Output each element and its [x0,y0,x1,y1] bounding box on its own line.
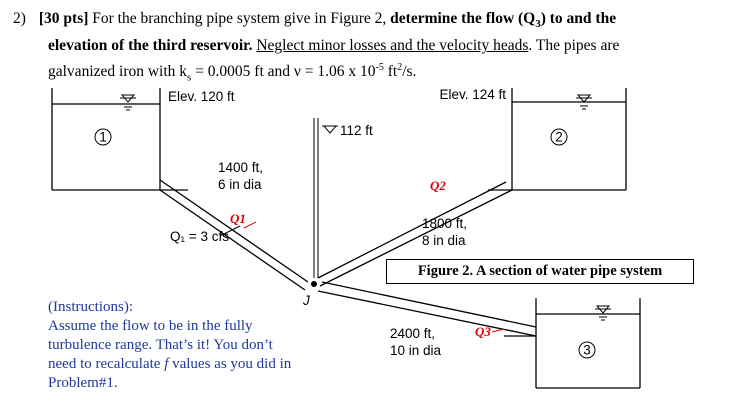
instructions-line-4: Problem#1. [48,375,118,391]
pipe-1-length: 1400 ft, [218,160,263,175]
reservoir-1 [51,88,188,191]
flow-q2-label: Q2 [430,178,446,193]
problem-line-3: galvanized iron with ks = 0.0005 ft and … [48,62,417,84]
pipe-3-diameter: 10 in dia [390,343,442,358]
pipe-2 [317,181,513,287]
junction-elevation-marker [313,118,338,278]
problem-line-2: elevation of the third reservoir. Neglec… [13,35,738,57]
junction-label: J [302,293,310,308]
instructions-title: (Instructions): [48,299,133,315]
pipe-1-diameter: 6 in dia [218,177,262,192]
problem-assumption: Neglect minor losses and the velocity he… [256,37,529,55]
problem-task-elevation: elevation of the third reservoir. [48,37,253,55]
problem-statement: 2) [30 pts] For the branching pipe syste… [13,8,738,88]
pipe-1 [159,179,309,291]
reservoir-2-number: 2 [555,130,563,145]
elevation-1-label: Elev. 120 ft [168,89,235,104]
junction-point [311,281,317,287]
reservoir-3-marker [578,341,596,359]
flow-q1-value: Q₁ = 3 cfs [170,229,229,244]
junction-elevation-label: 112 ft [340,123,373,138]
reservoir-1-number: 1 [99,130,107,145]
instructions-line-1: Assume the flow to be in the fully [48,318,253,334]
figure-caption: Figure 2. A section of water pipe system [386,259,694,284]
pipe-3-length: 2400 ft, [390,326,435,341]
reservoir-2-marker [550,128,568,146]
problem-number: 2) [13,10,26,27]
problem-task: determine the flow (Q3) to and the [390,10,617,31]
reservoir-1-marker [94,128,112,146]
instructions-line-3: need to recalculate f values as you did … [48,356,292,372]
water-level-icon [120,94,136,111]
water-level-icon [576,94,592,110]
flow-q1-label: Q1 [230,211,246,226]
problem-line-1: 2) [30 pts] For the branching pipe syste… [13,8,738,35]
problem-text-tail: . The pipes are [528,37,620,55]
flow-q3-label: Q3 [475,324,491,339]
pipe-2-diameter: 8 in dia [422,233,466,248]
flow-q1-arrow [219,225,241,237]
reservoir-3 [504,298,641,389]
pipe-3 [317,281,537,337]
flow-direction-arrows [243,221,505,333]
problem-text: For the branching pipe system give in Fi… [88,10,391,27]
instructions-block: (Instructions): Assume the flow to be in… [48,298,348,393]
reservoir-3-number: 3 [583,343,591,358]
problem-points: [30 pts] [38,10,89,27]
water-level-icon [595,305,611,321]
pipe-2-length: 1800 ft, [422,216,467,231]
instructions-line-2: turbulence range. That’s it! You don’t [48,337,273,353]
elevation-2-label: Elev. 124 ft [439,87,506,102]
